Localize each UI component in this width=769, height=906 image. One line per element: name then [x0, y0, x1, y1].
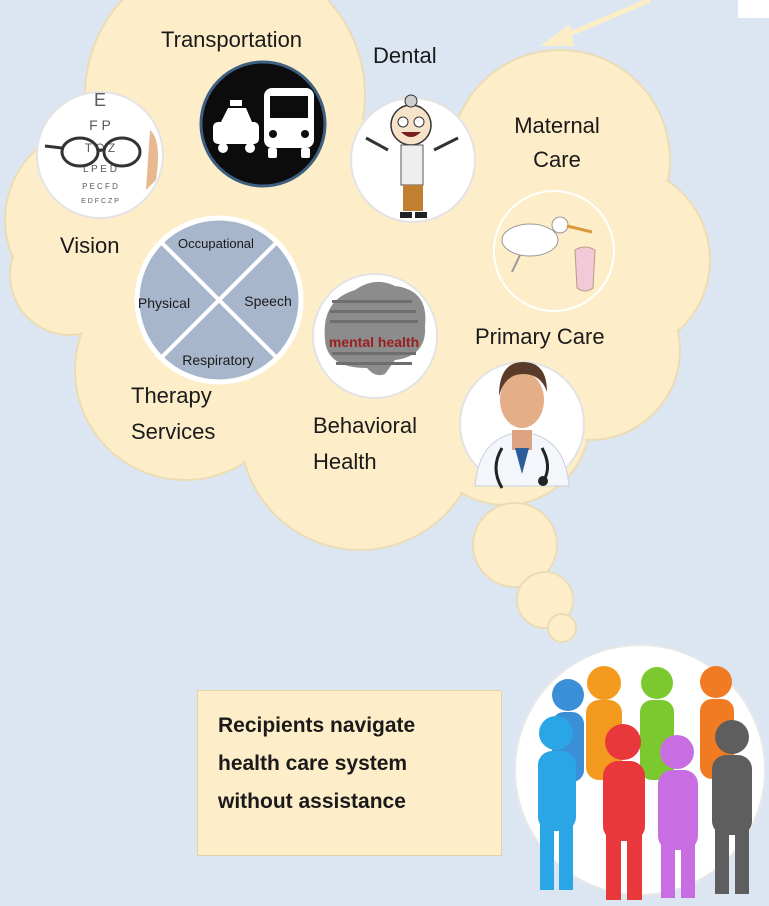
mental-health-text: mental health	[329, 334, 419, 350]
label-therapy-line1: Therapy	[131, 383, 212, 408]
label-therapy-line2: Services	[131, 419, 216, 444]
label-behavioral-line1: Behavioral	[313, 413, 417, 438]
eye-chart-line-1: E	[94, 90, 106, 110]
glasses-icon	[44, 136, 142, 168]
eye-chart-line-2: F P	[89, 117, 111, 133]
stork-icon	[501, 216, 596, 292]
caption-box: Recipients navigate health care system w…	[197, 690, 502, 856]
taxi-icon	[213, 100, 259, 153]
person-red-icon	[603, 724, 645, 900]
primary-care-image	[459, 361, 585, 489]
doctor-icon	[474, 362, 570, 489]
person-purple-icon	[658, 735, 698, 898]
eye-chart-line-4: L P E D	[83, 164, 117, 175]
label-transportation: Transportation	[161, 27, 303, 52]
label-maternal-line2: Care	[533, 147, 581, 172]
person-gray-icon	[712, 720, 752, 894]
brain-icon	[324, 281, 426, 376]
vision-image: E F P T O Z L P E D P E C F D E D F C Z …	[36, 90, 164, 219]
wheel-occupational: Occupational	[178, 236, 254, 251]
label-primary-care: Primary Care	[475, 324, 605, 349]
label-vision: Vision	[60, 233, 120, 258]
transportation-image	[199, 60, 327, 188]
caption-line2: health care system	[218, 752, 408, 775]
label-maternal-line1: Maternal	[514, 113, 600, 138]
label-behavioral-line2: Health	[313, 449, 377, 474]
dental-image	[350, 94, 476, 223]
people-image	[514, 644, 766, 900]
wheel-respiratory: Respiratory	[182, 352, 254, 368]
corner-box	[738, 0, 769, 18]
behavioral-image: mental health	[312, 273, 438, 399]
maternal-image	[493, 190, 615, 312]
person-orange-back-icon	[586, 666, 622, 780]
therapy-wheel: Occupational Physical Speech Respiratory	[134, 215, 304, 385]
eye-chart-line-6: E D F C Z P	[81, 198, 119, 205]
person-blue-icon	[538, 716, 576, 890]
bus-icon	[264, 88, 314, 158]
wheel-physical: Physical	[138, 295, 190, 311]
eye-chart-line-5: P E C F D	[82, 182, 118, 191]
arrow	[540, 0, 651, 46]
dentist-icon	[365, 94, 459, 218]
caption-line1: Recipients navigate	[218, 714, 416, 737]
caption-line3: without assistance	[218, 790, 406, 813]
eye-chart-line-3: T O Z	[85, 141, 115, 155]
wheel-speech: Speech	[244, 293, 291, 309]
thought-bubbles	[472, 502, 577, 643]
label-dental: Dental	[373, 43, 437, 68]
